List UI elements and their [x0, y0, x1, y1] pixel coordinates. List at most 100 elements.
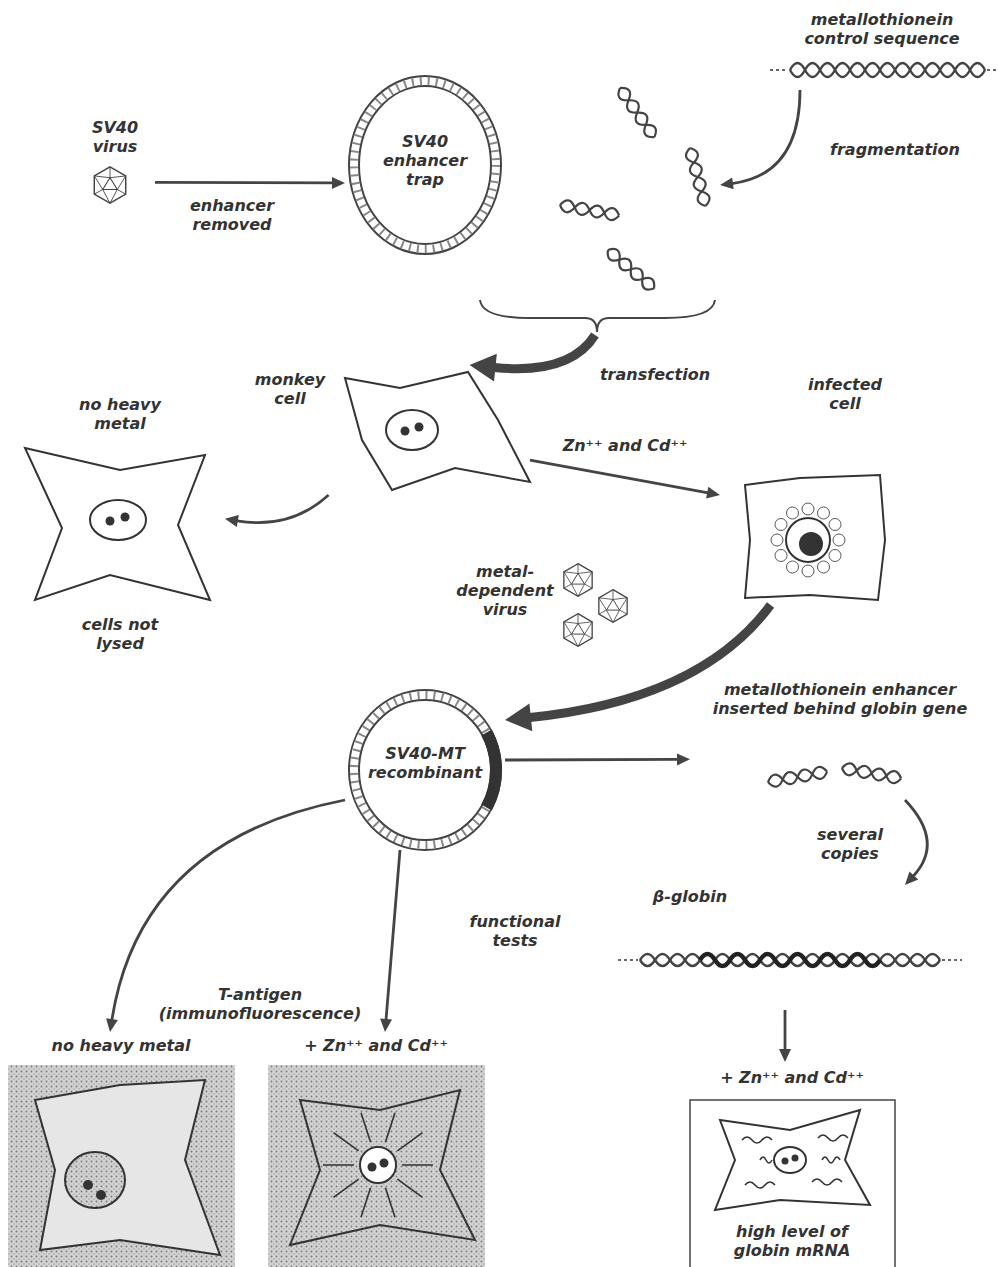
connector-line	[237, 495, 329, 523]
node-label: β-globin	[640, 887, 740, 906]
arrow-head	[380, 1019, 392, 1032]
text-holder: + Zn⁺⁺ and Cd⁺⁺	[271, 1036, 481, 1055]
node-label: SV40 virus	[80, 118, 150, 156]
connector	[905, 800, 927, 885]
arrow-head	[332, 177, 345, 189]
arrow-head	[677, 753, 690, 765]
text-holder: + Zn⁺⁺ and Cd⁺⁺	[692, 1068, 892, 1087]
text-holder: SV40 enhancer trap	[375, 132, 475, 189]
node-label: metal-dependent virus	[455, 562, 555, 619]
text-holder: no heavy metal	[11, 1036, 231, 1055]
text-holder: infected cell	[795, 375, 895, 413]
connector	[380, 850, 400, 1032]
node-label: SV40-MT recombinant	[360, 744, 490, 782]
text-holder: T-antigen (immunofluorescence)	[145, 985, 375, 1023]
virus-icon	[564, 614, 592, 647]
text-holder: SV40 virus	[80, 118, 150, 156]
diagram-node: metal-dependent virus	[453, 550, 635, 655]
connector	[225, 495, 329, 527]
text-holder: functional tests	[455, 912, 575, 950]
dna-helix	[618, 954, 962, 966]
text-holder: transfection	[580, 365, 730, 384]
connector	[155, 177, 345, 189]
connector-line	[505, 758, 678, 761]
text-holder: several copies	[805, 825, 895, 863]
diagram-node: monkey cell	[248, 365, 530, 495]
edge-label: transfection	[580, 365, 730, 384]
edge-label: Zn⁺⁺ and Cd⁺⁺	[540, 436, 710, 455]
text-holder: metallothionein control sequence	[782, 10, 982, 48]
connector	[470, 335, 595, 382]
diagram-node: + Zn⁺⁺ and Cd⁺⁺ high level of globin mRNA	[690, 1062, 895, 1267]
node-label: no heavy metal	[70, 395, 170, 433]
connector	[779, 1010, 791, 1062]
diagram-node: no heavy metal	[8, 1032, 235, 1267]
arrow-head	[505, 703, 532, 731]
node-label: + Zn⁺⁺ and Cd⁺⁺	[271, 1036, 481, 1055]
virus-icon	[599, 590, 627, 623]
connector-line	[386, 850, 400, 1020]
connector-line	[155, 181, 333, 184]
node-label: metallothionein control sequence	[782, 10, 982, 48]
connector-line	[784, 1010, 787, 1050]
globin-panel	[690, 1100, 895, 1267]
arrow-head	[720, 177, 734, 189]
infected-cell	[745, 475, 885, 600]
micrograph-panel	[8, 1065, 235, 1267]
node-label: + Zn⁺⁺ and Cd⁺⁺	[692, 1068, 892, 1087]
text-holder: Zn⁺⁺ and Cd⁺⁺	[540, 436, 710, 455]
connector	[720, 90, 800, 189]
circular-dna	[349, 690, 501, 850]
text-holder: cells not lysed	[65, 615, 175, 653]
micrograph-panel	[268, 1065, 485, 1267]
text-holder: metallothionein enhancer inserted behind…	[695, 680, 985, 718]
connector	[530, 460, 720, 499]
cell	[25, 448, 210, 600]
arrow-head	[225, 515, 239, 527]
connector	[505, 753, 690, 765]
diagram-node: + Zn⁺⁺ and Cd⁺⁺	[268, 1032, 485, 1267]
dna-fragments	[767, 762, 902, 788]
connector-line	[732, 90, 800, 184]
diagram-node: no heavy metal cells not lysed	[15, 393, 225, 655]
node-label: SV40 enhancer trap	[375, 132, 475, 189]
diagram-node: metallothionein enhancer inserted behind…	[690, 678, 990, 800]
connector-line	[530, 460, 708, 493]
text-holder: SV40-MT recombinant	[360, 744, 490, 782]
connector-line	[905, 800, 927, 876]
node-label: monkey cell	[250, 370, 330, 408]
edge-label: fragmentation	[815, 140, 975, 159]
edge-label: enhancer removed	[177, 196, 287, 234]
node-label: infected cell	[795, 375, 895, 413]
node-label: high level of globin mRNA	[712, 1222, 872, 1260]
note-label: functional tests	[455, 912, 575, 950]
virus-icon	[564, 564, 592, 597]
dna-fragments	[559, 85, 711, 294]
connector-line	[494, 335, 595, 369]
text-holder: enhancer removed	[177, 196, 287, 234]
text-holder: high level of globin mRNA	[712, 1222, 872, 1260]
node-label: metallothionein enhancer inserted behind…	[695, 680, 985, 718]
text-holder: metal-dependent virus	[455, 562, 555, 619]
arrow-head	[106, 1018, 118, 1032]
edge-label: several copies	[805, 825, 895, 863]
diagram-node: metallothionein control sequence	[770, 8, 995, 90]
arrow-head	[905, 871, 918, 885]
arrow-head	[779, 1049, 791, 1062]
note-label: T-antigen (immunofluorescence)	[145, 985, 375, 1023]
text-holder: fragmentation	[815, 140, 975, 159]
text-holder: no heavy metal	[70, 395, 170, 433]
arrow-head	[470, 354, 497, 382]
arrow-head	[706, 487, 720, 499]
diagram-node: β-globin	[630, 885, 940, 1010]
virus-icon	[94, 167, 125, 203]
diagram-node: SV40 virus	[75, 116, 155, 218]
diagram-node: infected cell	[720, 365, 897, 605]
dna-helix	[770, 63, 996, 77]
cell	[345, 372, 530, 490]
diagram-node: SV40-MT recombinant	[345, 690, 505, 850]
text-holder: β-globin	[640, 887, 740, 906]
node-label: no heavy metal	[11, 1036, 231, 1055]
brace	[480, 300, 715, 332]
diagram-node: SV40 enhancer trap	[345, 70, 720, 335]
